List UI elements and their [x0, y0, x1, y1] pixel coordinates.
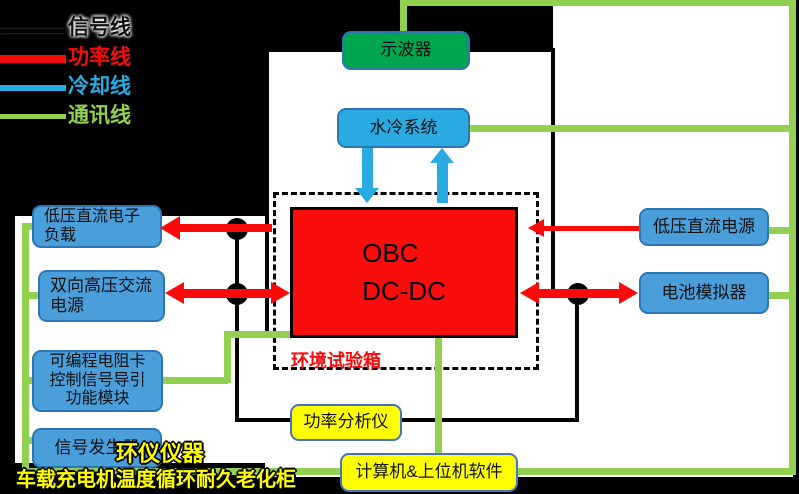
- comm-stub-signal-gen: [26, 437, 36, 444]
- comm-line-to-prog-resistor: [163, 377, 228, 384]
- lv-dc-supply-box: 低压直流电源: [639, 208, 769, 246]
- power-arrow-bidir-left-west-head: [165, 282, 184, 304]
- signal-line-analyzer-left-vertical: [235, 228, 239, 421]
- legend-label-comm: 通讯线: [68, 104, 131, 127]
- water-cooling-label: 水冷系统: [369, 117, 438, 137]
- signal-generator-label: 信号发生器: [54, 437, 140, 457]
- product-caption: 车载充电机温度循环耐久老化柜: [16, 469, 296, 491]
- comm-line-left-trunk: [22, 223, 29, 473]
- lv-dc-load-box: 低压直流电子 负载: [32, 205, 162, 248]
- battery-simulator-label: 电池模拟器: [661, 282, 747, 302]
- bidir-hv-ac-box: 双向高压交流 电源: [38, 270, 165, 322]
- comm-line-right: [789, 0, 796, 475]
- comm-line-obc-corner-horizontal: [224, 331, 292, 338]
- lv-dc-supply-label: 低压直流电源: [653, 216, 755, 236]
- comm-stub-lv-dc-supply: [769, 227, 790, 234]
- prog-resistor-box: 可编程电阻卡 控制信号导引 功能模块: [32, 350, 163, 412]
- battery-simulator-box: 电池模拟器: [639, 272, 769, 314]
- legend: 信号线 功率线 冷却线 通讯线: [0, 0, 260, 135]
- legend-swatch-power: [0, 55, 66, 63]
- bidir-hv-ac-label: 双向高压交流 电源: [50, 275, 152, 315]
- comm-line-top: [400, 0, 796, 6]
- signal-generator-box: 信号发生器: [32, 428, 162, 468]
- water-cooling-box: 水冷系统: [337, 108, 470, 148]
- power-line-lv-supply-shaft: [543, 226, 639, 231]
- legend-label-cooling: 冷却线: [68, 75, 131, 98]
- power-arrow-battery-east-head: [619, 282, 638, 304]
- obc-dcdc-box: OBC DC-DC: [290, 207, 518, 338]
- legend-swatch-comm: [0, 114, 66, 119]
- power-analyzer-box: 功率分析仪: [290, 404, 402, 441]
- comm-line-watercooling-right: [468, 125, 793, 132]
- power-line-battery-shaft: [537, 289, 620, 298]
- brand-caption: 环仪仪器: [116, 441, 205, 466]
- environment-chamber-label: 环境试验箱: [291, 351, 381, 371]
- cooling-line-down-shaft: [362, 148, 373, 190]
- power-arrow-lv-supply-head: [528, 219, 544, 237]
- oscilloscope-box: 示波器: [342, 31, 470, 70]
- computer-label: 计算机&上位机软件: [355, 462, 503, 482]
- comm-stub-bidir-ac: [26, 292, 42, 299]
- prog-resistor-label: 可编程电阻卡 控制信号导引 功能模块: [49, 352, 146, 408]
- legend-label-signal: 信号线: [68, 16, 131, 39]
- legend-label-power: 功率线: [68, 46, 131, 69]
- legend-swatch-signal: [0, 29, 66, 33]
- signal-line-analyzer-right-vertical: [575, 293, 579, 422]
- power-arrow-bidir-left-east-head: [271, 282, 290, 304]
- oscilloscope-label: 示波器: [380, 40, 432, 60]
- comm-stub-lv-dc-load: [26, 223, 36, 230]
- comm-stub-prog-resistor: [26, 377, 36, 384]
- comm-line-obc-corner-vertical: [224, 331, 231, 383]
- lv-dc-load-label: 低压直流电子 负载: [44, 207, 141, 244]
- obc-dcdc-label: OBC DC-DC: [362, 237, 446, 306]
- comm-stub-battery-sim: [769, 292, 790, 299]
- comm-line-obc-to-computer: [435, 336, 442, 458]
- power-arrow-battery-west-head: [520, 282, 539, 304]
- computer-box: 计算机&上位机软件: [340, 453, 518, 492]
- legend-swatch-cooling: [0, 85, 66, 91]
- cooling-arrow-down-head: [355, 188, 379, 203]
- power-line-bidir-left-shaft: [182, 289, 274, 298]
- signal-line-osc-right: [551, 48, 555, 292]
- signal-line-osc-left: [265, 48, 269, 334]
- signal-line-analyzer-horizontal: [235, 418, 579, 422]
- environment-chamber-outline: [273, 192, 539, 370]
- power-arrow-lv-load-head: [160, 216, 180, 240]
- cooling-line-up-shaft: [437, 161, 448, 203]
- power-analyzer-label: 功率分析仪: [303, 412, 389, 432]
- power-line-lv-load-shaft: [178, 224, 272, 232]
- background-panel-left: [15, 216, 265, 463]
- comm-stub-oscilloscope: [400, 4, 407, 32]
- cooling-arrow-up-head: [430, 148, 454, 163]
